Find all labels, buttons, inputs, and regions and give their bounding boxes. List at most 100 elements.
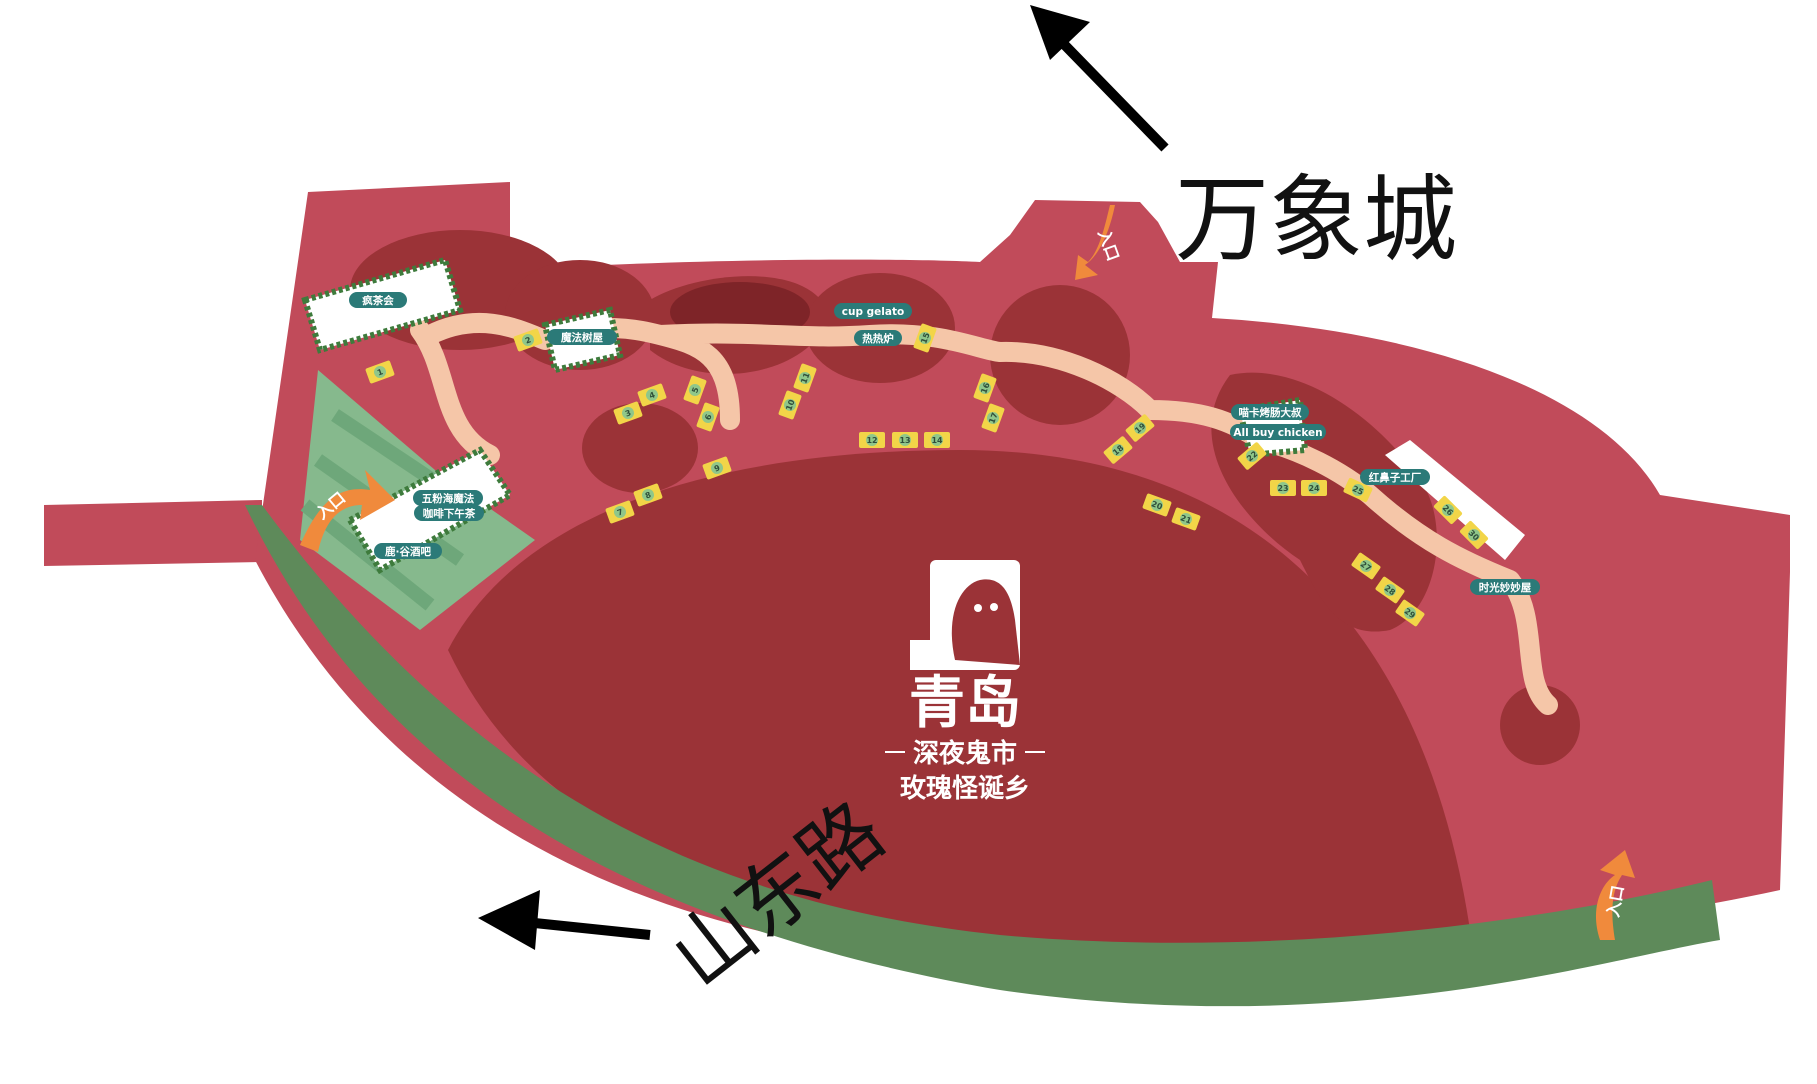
stall-number-badge — [919, 332, 931, 344]
shop-name: 热热炉 — [862, 332, 894, 345]
stall-number-badge — [1360, 560, 1372, 572]
shop-red-nose[interactable]: 红鼻子工厂 — [1360, 469, 1430, 485]
shop-coffee-tea[interactable]: 咖啡下午茶 — [414, 505, 484, 521]
stall-12[interactable]: 12 — [859, 432, 885, 448]
shop-wulinghai[interactable]: 五粉海魔法 — [413, 490, 483, 506]
stall-2[interactable]: 2 — [513, 328, 543, 352]
stall-19[interactable]: 19 — [1125, 414, 1155, 443]
stall-24[interactable]: 24 — [1301, 480, 1327, 496]
stall-1[interactable]: 1 — [365, 360, 395, 384]
stall-number-badge — [522, 334, 534, 346]
shop-crazy-tea[interactable]: 疯茶会 — [349, 292, 407, 308]
stall-25[interactable]: 25 — [1343, 477, 1373, 503]
shop-name: 鹿·谷酒吧 — [385, 545, 431, 558]
stall-17[interactable]: 17 — [981, 403, 1005, 433]
stall-18[interactable]: 18 — [1103, 436, 1133, 465]
shop-name: 咖啡下午茶 — [423, 507, 476, 520]
shop-magic-tree[interactable]: 魔法树屋 — [547, 329, 617, 345]
shop-hot-stove[interactable]: 热热炉 — [854, 330, 902, 346]
stall-number-badge — [1384, 584, 1396, 596]
stall-number: 23 — [1277, 484, 1288, 493]
stall-number: 4 — [648, 390, 657, 401]
stall-number-badge — [987, 412, 999, 424]
shop-name: 五粉海魔法 — [422, 492, 475, 505]
stall-number-badge — [931, 434, 943, 446]
stall-number-badge — [646, 389, 658, 401]
stall-number: 12 — [866, 436, 877, 445]
shop-pill — [854, 330, 902, 346]
stall-number: 14 — [931, 436, 943, 445]
stall-number: 8 — [644, 490, 653, 501]
stall-16[interactable]: 16 — [973, 373, 997, 403]
stall-5[interactable]: 5 — [683, 375, 707, 405]
stall-number-badge — [1246, 450, 1258, 462]
stall-15[interactable]: 15 — [913, 323, 937, 353]
stall-number: 10 — [784, 398, 796, 412]
stall-number: 9 — [713, 463, 722, 474]
stall-4[interactable]: 4 — [637, 383, 667, 407]
stall-9[interactable]: 9 — [702, 456, 732, 480]
shop-pill — [349, 292, 407, 308]
shop-pill — [1230, 424, 1326, 440]
stall-13[interactable]: 13 — [892, 432, 918, 448]
stall-number-badge — [1134, 422, 1146, 434]
foliage-borders — [301, 256, 1309, 575]
stall-number-badge — [1151, 499, 1163, 511]
stall-number-badge — [374, 366, 386, 378]
stall-number: 7 — [616, 507, 624, 517]
logo-tagline: 玫瑰怪诞乡 — [900, 774, 1030, 804]
stall-number: 16 — [979, 381, 991, 395]
shop-pill — [1470, 579, 1540, 595]
stall-number-badge — [899, 434, 911, 446]
north-road-label: 万象城 — [1175, 166, 1457, 275]
shop-kaka-bbq[interactable]: 喵卡烤肠大叔 — [1231, 404, 1309, 420]
stall-23[interactable]: 23 — [1270, 480, 1296, 496]
stall-number-badge — [1112, 444, 1124, 456]
stall-number-badge — [622, 407, 634, 419]
shop-all-buy-chicken[interactable]: All buy chicken — [1230, 424, 1326, 440]
stall-number: 13 — [899, 436, 910, 445]
stall-8[interactable]: 8 — [633, 483, 663, 507]
stall-21[interactable]: 21 — [1171, 507, 1201, 531]
stall-14[interactable]: 14 — [924, 432, 950, 448]
shop-name: cup gelato — [842, 306, 904, 318]
stall-3[interactable]: 3 — [613, 401, 643, 425]
stall-number: 25 — [1351, 484, 1365, 497]
stall-number-badge — [1352, 484, 1364, 496]
stall-number-badge — [1308, 482, 1320, 494]
shop-name: 时光妙妙屋 — [1479, 581, 1532, 594]
stall-number: 3 — [624, 408, 632, 418]
stall-7[interactable]: 7 — [605, 500, 635, 524]
stall-28[interactable]: 28 — [1375, 576, 1405, 604]
stall-number-badge — [642, 489, 654, 501]
stall-number: 15 — [919, 331, 931, 345]
stall-number-badge — [1468, 529, 1480, 541]
stall-number-badge — [1277, 482, 1289, 494]
shop-pill — [834, 303, 912, 319]
stall-27[interactable]: 27 — [1351, 552, 1381, 580]
stall-29[interactable]: 29 — [1395, 599, 1425, 627]
west-entry-strip — [44, 500, 262, 566]
shop-time-house[interactable]: 时光妙妙屋 — [1470, 579, 1540, 595]
stall-number: 1 — [376, 367, 385, 378]
shop-name: 疯茶会 — [362, 294, 394, 307]
stall-22[interactable]: 22 — [1237, 442, 1267, 471]
stall-number: 21 — [1179, 513, 1193, 525]
stall-6[interactable]: 6 — [696, 402, 720, 432]
shop-pill — [1360, 469, 1430, 485]
stall-number: 11 — [799, 371, 811, 385]
shop-name: 魔法树屋 — [561, 331, 603, 344]
stall-11[interactable]: 11 — [793, 363, 817, 393]
ghost-icon — [910, 560, 1020, 670]
stall-26[interactable]: 26 — [1433, 495, 1463, 525]
stall-30[interactable]: 30 — [1459, 520, 1489, 550]
shop-cup-gelato[interactable]: cup gelato — [834, 303, 912, 319]
stall-10[interactable]: 10 — [778, 390, 802, 420]
shop-pill — [414, 505, 484, 521]
south-direction-arrow — [478, 890, 651, 950]
shop-lu-wine[interactable]: 鹿·谷酒吧 — [374, 543, 442, 559]
stall-20[interactable]: 20 — [1142, 493, 1172, 517]
